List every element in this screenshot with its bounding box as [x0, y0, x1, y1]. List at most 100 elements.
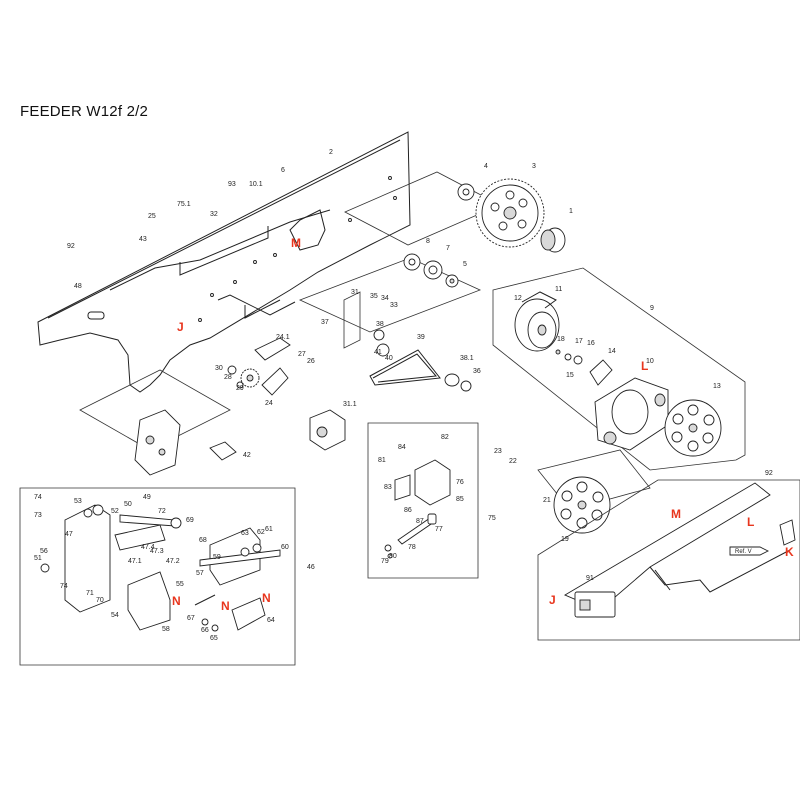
part-number-79: 79	[381, 558, 389, 565]
part-number-24: 24	[265, 400, 273, 407]
part-number-41: 41	[374, 349, 382, 356]
part-number-76: 76	[456, 479, 464, 486]
small-parts-14-18	[555, 349, 613, 386]
part-number-27: 27	[298, 351, 306, 358]
part-number-24.1: 24.1	[276, 334, 290, 341]
part-number-64: 64	[267, 617, 275, 624]
part-number-labels: 1234567891010.11112131415161718192122232…	[34, 149, 773, 642]
part-number-74b: 74	[60, 583, 68, 590]
part-number-58: 58	[162, 626, 170, 633]
frame-lower-right	[537, 479, 800, 641]
motor-11	[514, 291, 560, 352]
part-number-71: 71	[86, 590, 94, 597]
part-number-32: 32	[210, 211, 218, 218]
part-number-12: 12	[514, 295, 522, 302]
part-number-6: 6	[281, 167, 285, 174]
part-number-47.3: 47.3	[150, 548, 164, 555]
part-number-15: 15	[566, 372, 574, 379]
part-number-69: 69	[186, 517, 194, 524]
part-number-74: 74	[34, 494, 42, 501]
part-number-31.1: 31.1	[343, 401, 357, 408]
part-number-50: 50	[124, 501, 132, 508]
part-number-4: 4	[484, 163, 488, 170]
part-number-30: 30	[215, 365, 223, 372]
part-number-86: 86	[404, 507, 412, 514]
part-number-75.1: 75.1	[177, 201, 191, 208]
part-number-77: 77	[435, 526, 443, 533]
washer-4	[457, 183, 475, 201]
part-number-5: 5	[463, 261, 467, 268]
callout-j: J	[549, 593, 556, 607]
part-number-39: 39	[417, 334, 425, 341]
part-number-3: 3	[532, 163, 536, 170]
part-number-84: 84	[398, 444, 406, 451]
part-number-78: 78	[408, 544, 416, 551]
part-number-9: 9	[650, 305, 654, 312]
part-number-46: 46	[307, 564, 315, 571]
callout-l: L	[747, 515, 754, 529]
part-number-83: 83	[384, 484, 392, 491]
connector-block	[309, 409, 346, 451]
part-number-43: 43	[139, 236, 147, 243]
part-number-53: 53	[74, 498, 82, 505]
callout-k: K	[785, 545, 794, 559]
callout-m: M	[671, 507, 681, 521]
roller-1	[540, 227, 566, 253]
part-number-68: 68	[199, 537, 207, 544]
part-number-8: 8	[426, 238, 430, 245]
ref-tag: Ref. V	[729, 546, 770, 556]
part-number-81: 81	[378, 457, 386, 464]
part-number-92: 92	[67, 243, 75, 250]
page-title: FEEDER W12f 2/2	[20, 103, 149, 120]
part-number-47.1: 47.1	[128, 558, 142, 565]
part-number-80: 80	[389, 553, 397, 560]
part-number-82: 82	[441, 434, 449, 441]
part-number-17: 17	[575, 338, 583, 345]
part-number-73: 73	[34, 512, 42, 519]
part-number-37: 37	[321, 319, 329, 326]
part-number-51: 51	[34, 555, 42, 562]
part-number-36: 36	[473, 368, 481, 375]
part-number-48: 48	[74, 283, 82, 290]
part-number-14: 14	[608, 348, 616, 355]
part-number-23: 23	[494, 448, 502, 455]
part-number-59: 59	[213, 554, 221, 561]
part-number-49: 49	[143, 494, 151, 501]
part-number-38.1: 38.1	[460, 355, 474, 362]
part-number-18: 18	[557, 336, 565, 343]
callout-j: J	[177, 320, 184, 334]
side-plate	[37, 131, 411, 393]
callout-n: N	[221, 599, 230, 613]
part-number-40: 40	[385, 355, 393, 362]
part-number-63: 63	[241, 530, 249, 537]
part-number-85: 85	[456, 496, 464, 503]
gear-3	[475, 178, 545, 248]
part-number-33: 33	[390, 302, 398, 309]
part-number-55: 55	[176, 581, 184, 588]
part-number-16: 16	[587, 340, 595, 347]
part-number-26: 26	[307, 358, 315, 365]
callout-n: N	[262, 591, 271, 605]
frame-46	[19, 487, 296, 666]
part-number-22: 22	[509, 458, 517, 465]
part-number-10: 10	[646, 358, 654, 365]
part-number-7: 7	[446, 245, 450, 252]
part-number-92b: 92	[765, 470, 773, 477]
part-number-72: 72	[158, 508, 166, 515]
part-number-75: 75	[488, 515, 496, 522]
wheel-13	[664, 399, 722, 457]
latch-assembly	[134, 409, 181, 476]
ref-tag-label: Ref. V	[735, 549, 752, 555]
part-number-47.2: 47.2	[166, 558, 180, 565]
part-number-54: 54	[111, 612, 119, 619]
part-number-25: 25	[148, 213, 156, 220]
wheel-19	[553, 476, 611, 534]
part-number-11: 11	[555, 286, 562, 293]
gear-assembly-24	[227, 337, 291, 396]
belt-39	[369, 329, 472, 392]
part-number-87: 87	[416, 518, 424, 525]
callout-l: L	[641, 359, 648, 373]
cover-rail	[564, 482, 796, 618]
